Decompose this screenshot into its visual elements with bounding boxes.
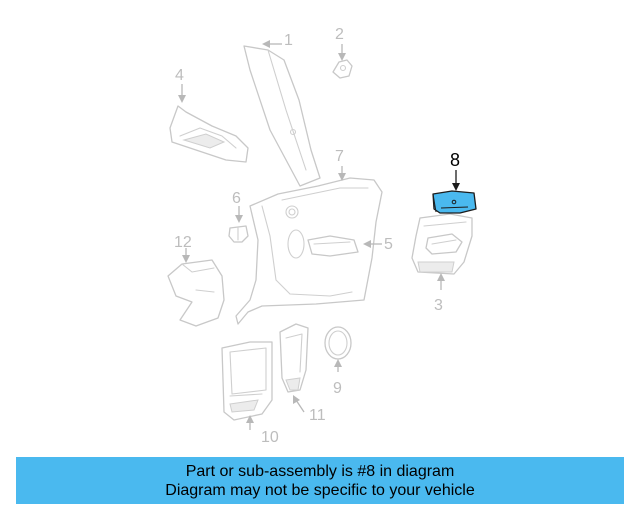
banner-line-2: Diagram may not be specific to your vehi… <box>165 481 475 499</box>
svg-text:11: 11 <box>309 407 326 424</box>
part-2-clip[interactable] <box>332 59 353 79</box>
callout-5: 5 <box>363 236 393 253</box>
svg-text:9: 9 <box>333 380 342 397</box>
callout-1: 1 <box>262 32 293 49</box>
callout-12: 12 <box>174 234 192 263</box>
svg-text:6: 6 <box>232 190 241 207</box>
callout-6: 6 <box>232 190 243 223</box>
part-11-bracket[interactable] <box>279 323 309 393</box>
part-6-fastener[interactable] <box>228 225 249 243</box>
svg-text:3: 3 <box>434 297 443 314</box>
part-8-highlighted[interactable] <box>432 190 477 214</box>
banner-line-1: Part or sub-assembly is #8 in diagram <box>185 462 455 480</box>
callout-4: 4 <box>175 67 186 103</box>
callout-10: 10 <box>246 415 279 446</box>
svg-text:10: 10 <box>261 429 279 446</box>
callout-11: 11 <box>293 395 326 424</box>
callout-8: 8 <box>450 150 460 191</box>
part-3-housing[interactable] <box>411 213 473 275</box>
part-4-upper-trim[interactable] <box>169 105 249 163</box>
callout-9: 9 <box>333 359 342 397</box>
svg-text:1: 1 <box>284 32 293 49</box>
part-10-storage-box[interactable] <box>221 341 273 421</box>
svg-text:4: 4 <box>175 67 184 84</box>
part-12-armrest-pad[interactable] <box>167 259 225 327</box>
callout-3: 3 <box>434 273 445 314</box>
svg-text:7: 7 <box>335 148 344 165</box>
part-1-pillar-trim[interactable] <box>243 45 321 187</box>
svg-text:12: 12 <box>174 234 192 251</box>
callout-2: 2 <box>335 26 346 61</box>
part-7-quarter-trim-panel[interactable] <box>235 177 383 325</box>
info-banner: Part or sub-assembly is #8 in diagram Di… <box>16 457 624 504</box>
svg-text:8: 8 <box>450 150 460 170</box>
svg-text:5: 5 <box>384 236 393 253</box>
callout-7: 7 <box>335 148 346 181</box>
svg-text:2: 2 <box>335 26 344 43</box>
part-9-ring[interactable] <box>324 326 352 360</box>
